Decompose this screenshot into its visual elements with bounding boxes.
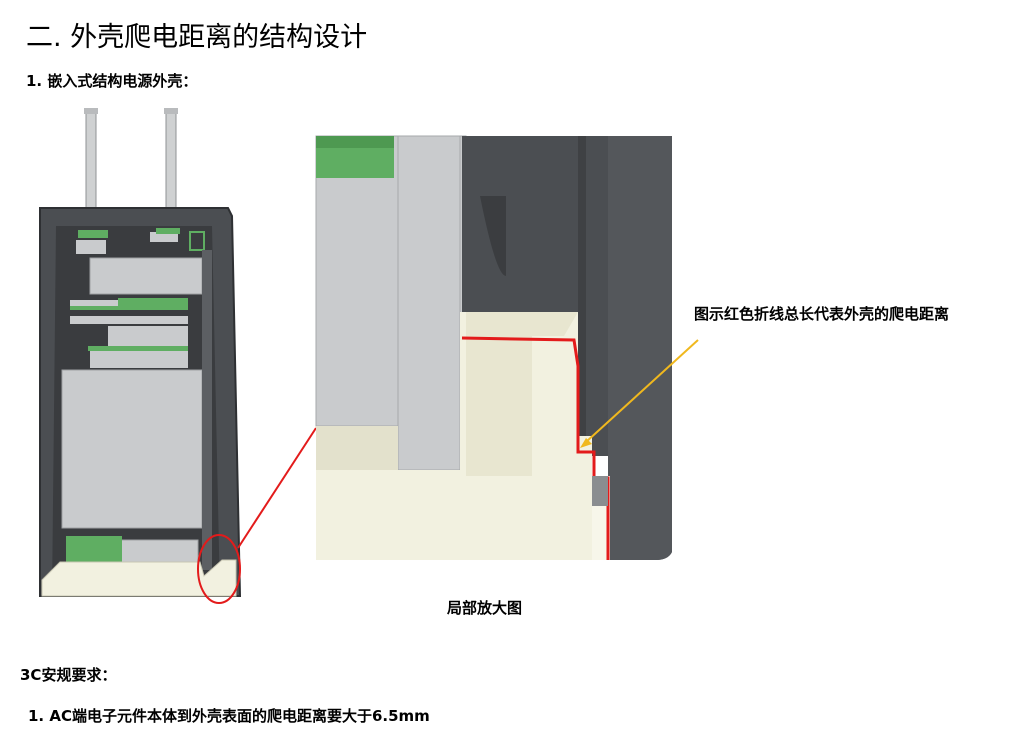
creepage-annotation: 图示红色折线总长代表外壳的爬电距离	[694, 305, 950, 323]
detail-highlight-ellipse	[197, 534, 241, 604]
figure-caption: 局部放大图	[447, 599, 523, 617]
base-plate	[41, 559, 237, 597]
requirements-heading: 3C安规要求：	[20, 666, 117, 684]
detail-enlarged-figure	[315, 135, 672, 560]
detail-connector-line	[237, 427, 317, 549]
page-title: 二. 外壳爬电距离的结构设计	[26, 22, 368, 53]
requirement-item: 1. AC端电子元件本体到外壳表面的爬电距离要大于6.5mm	[28, 707, 430, 725]
section-subtitle: 1. 嵌入式结构电源外壳：	[26, 72, 198, 90]
inner-wall	[202, 250, 212, 570]
